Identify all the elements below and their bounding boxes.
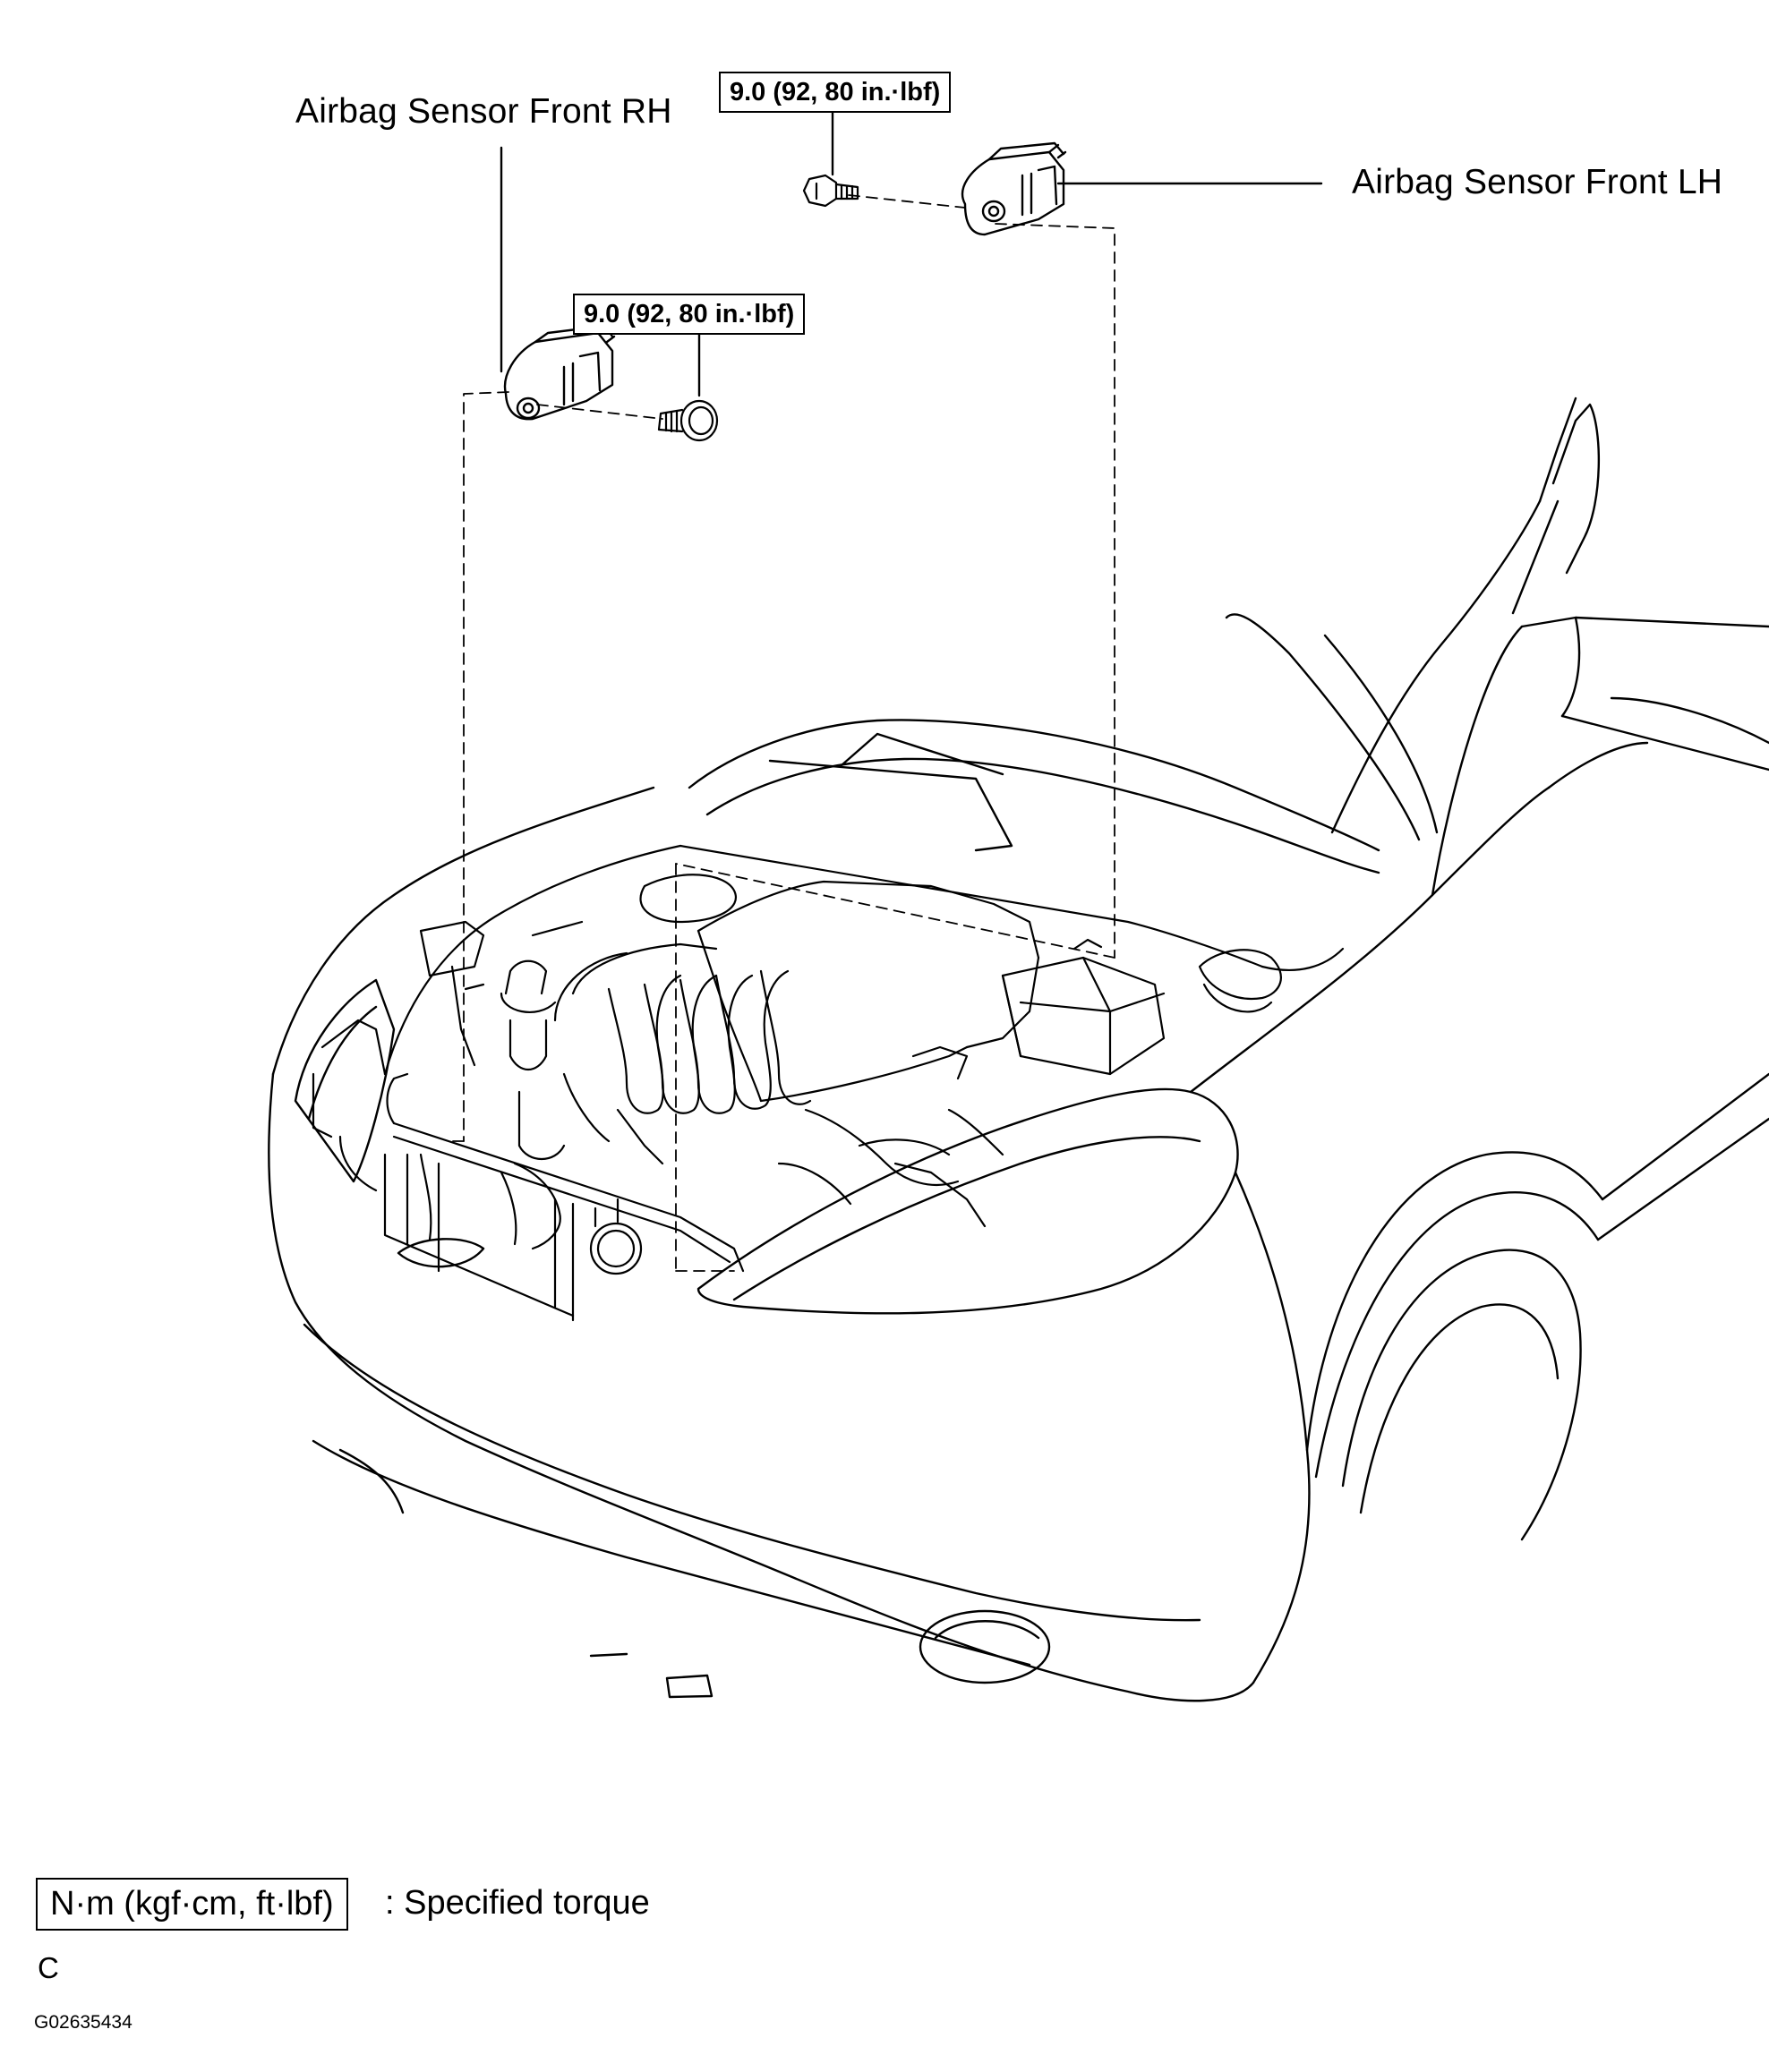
- figure-code: G02635434: [34, 2012, 132, 2033]
- label-airbag-sensor-front-lh: Airbag Sensor Front LH: [1352, 163, 1723, 201]
- torque-callout-middle: 9.0 (92, 80 in.·lbf): [573, 294, 806, 335]
- alignment-dashed-lines: [447, 194, 1115, 1272]
- footer-letter: C: [38, 1951, 59, 1984]
- legend-description: : Specified torque: [385, 1884, 650, 1922]
- label-airbag-sensor-front-rh: Airbag Sensor Front RH: [295, 92, 672, 131]
- leader-lines: [500, 110, 1323, 397]
- bolt-top: [802, 174, 859, 208]
- torque-callout-top: 9.0 (92, 80 in.·lbf): [719, 72, 952, 113]
- sensor-lh-drawing: [961, 141, 1067, 236]
- engine-bay: [312, 844, 1345, 1322]
- car-body: [268, 396, 1769, 1702]
- legend-unit-box: N·m (kgf·cm, ft·lbf): [36, 1878, 348, 1931]
- bolt-middle: [657, 399, 719, 442]
- sensor-rh-drawing: [503, 324, 616, 421]
